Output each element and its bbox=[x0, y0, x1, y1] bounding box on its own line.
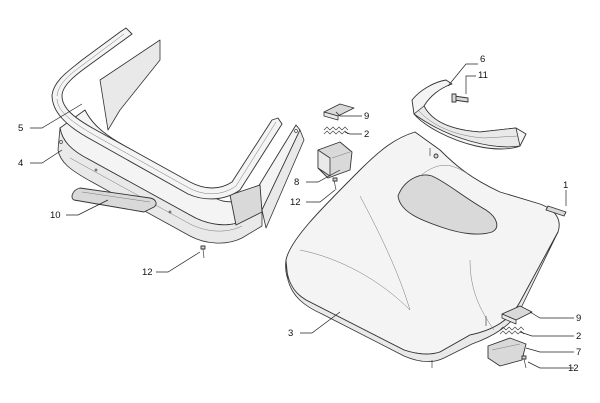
button-part-9-lower bbox=[501, 305, 533, 325]
callout-6: 6 bbox=[480, 54, 485, 65]
spring-part-2-upper bbox=[323, 126, 349, 135]
bracket-part-7 bbox=[487, 337, 527, 367]
screw-part-12-lower bbox=[521, 355, 527, 369]
callout-9-upper: 9 bbox=[364, 111, 369, 122]
screw-part-12-left bbox=[200, 245, 206, 259]
callout-5: 5 bbox=[18, 123, 23, 134]
frame-part-4 bbox=[57, 39, 305, 244]
callout-4: 4 bbox=[18, 158, 23, 169]
callout-8: 8 bbox=[294, 177, 299, 188]
callout-2-lower: 2 bbox=[576, 331, 581, 342]
callout-2-upper: 2 bbox=[364, 129, 369, 140]
cover-part-6 bbox=[411, 79, 527, 150]
housing-part-3 bbox=[285, 131, 560, 368]
callout-12-lower: 12 bbox=[568, 363, 579, 374]
callout-12-upper: 12 bbox=[290, 197, 301, 208]
screw-part-11 bbox=[451, 93, 469, 103]
button-part-1 bbox=[545, 205, 567, 217]
callout-1: 1 bbox=[563, 180, 568, 191]
bracket-part-8 bbox=[317, 141, 353, 179]
handle-part-10 bbox=[71, 187, 157, 213]
leader-lines bbox=[30, 63, 574, 369]
callout-7: 7 bbox=[576, 347, 581, 358]
callout-11: 11 bbox=[478, 70, 488, 81]
button-part-9-upper bbox=[323, 103, 355, 121]
callout-9-lower: 9 bbox=[576, 313, 581, 324]
callout-labels: 5 4 10 12 8 12 9 2 6 11 1 3 9 2 7 12 bbox=[18, 54, 581, 374]
callout-3: 3 bbox=[288, 328, 293, 339]
screw-part-12-upper bbox=[332, 177, 338, 191]
callout-12-left: 12 bbox=[142, 267, 153, 278]
spring-part-2-lower bbox=[499, 326, 525, 335]
callout-10: 10 bbox=[50, 210, 61, 221]
frame-rail-part-5 bbox=[51, 27, 283, 200]
